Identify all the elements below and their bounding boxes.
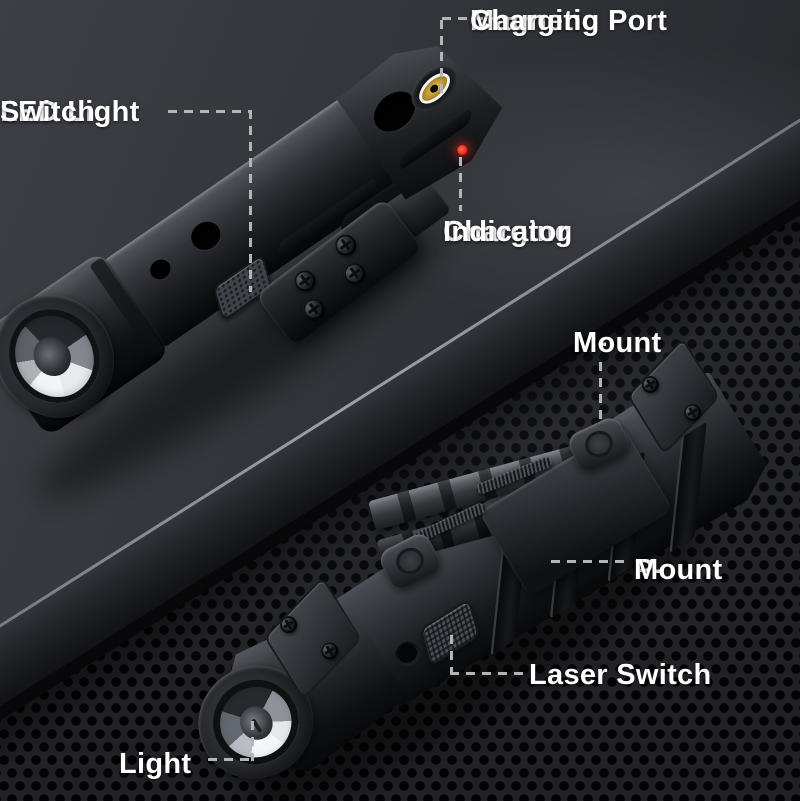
- phillips-screw-icon: [299, 294, 329, 324]
- phillips-screw-icon: [290, 266, 320, 296]
- charging-indicator-callout-line: [459, 157, 462, 211]
- label-line: Indicator: [443, 216, 569, 248]
- laser-switch-callout-line: [450, 635, 453, 675]
- label-line: LED Light: [0, 96, 140, 128]
- label-prefix: P-: [634, 554, 664, 586]
- label-line: Magnetic: [470, 5, 599, 37]
- label-prefix: M-: [573, 327, 608, 359]
- label-suffix: Mount: [634, 554, 723, 586]
- label-line: Charging: [443, 216, 573, 248]
- light-callout-line: [251, 721, 254, 761]
- label-line: Charging Port: [470, 5, 668, 37]
- p-mount-callout-line: [551, 560, 629, 563]
- magnetic-charging-port-callout-line: [442, 17, 540, 20]
- light-label: Light: [119, 748, 192, 780]
- laser-switch-callout-line: [450, 672, 526, 675]
- label-suffix: Mount: [573, 327, 662, 359]
- laser-switch-label: Laser Switch: [529, 659, 712, 691]
- phillips-screw-icon: [330, 230, 361, 260]
- light-callout-line: [208, 758, 254, 761]
- label-line: Switch: [0, 96, 96, 128]
- m-mount-callout-line: [599, 362, 602, 426]
- phillips-screw-icon: [339, 258, 370, 289]
- led-light-switch-callout-line: [168, 110, 252, 113]
- led-light-switch-callout-line: [249, 110, 252, 292]
- magnetic-charging-port-callout-line: [440, 20, 443, 96]
